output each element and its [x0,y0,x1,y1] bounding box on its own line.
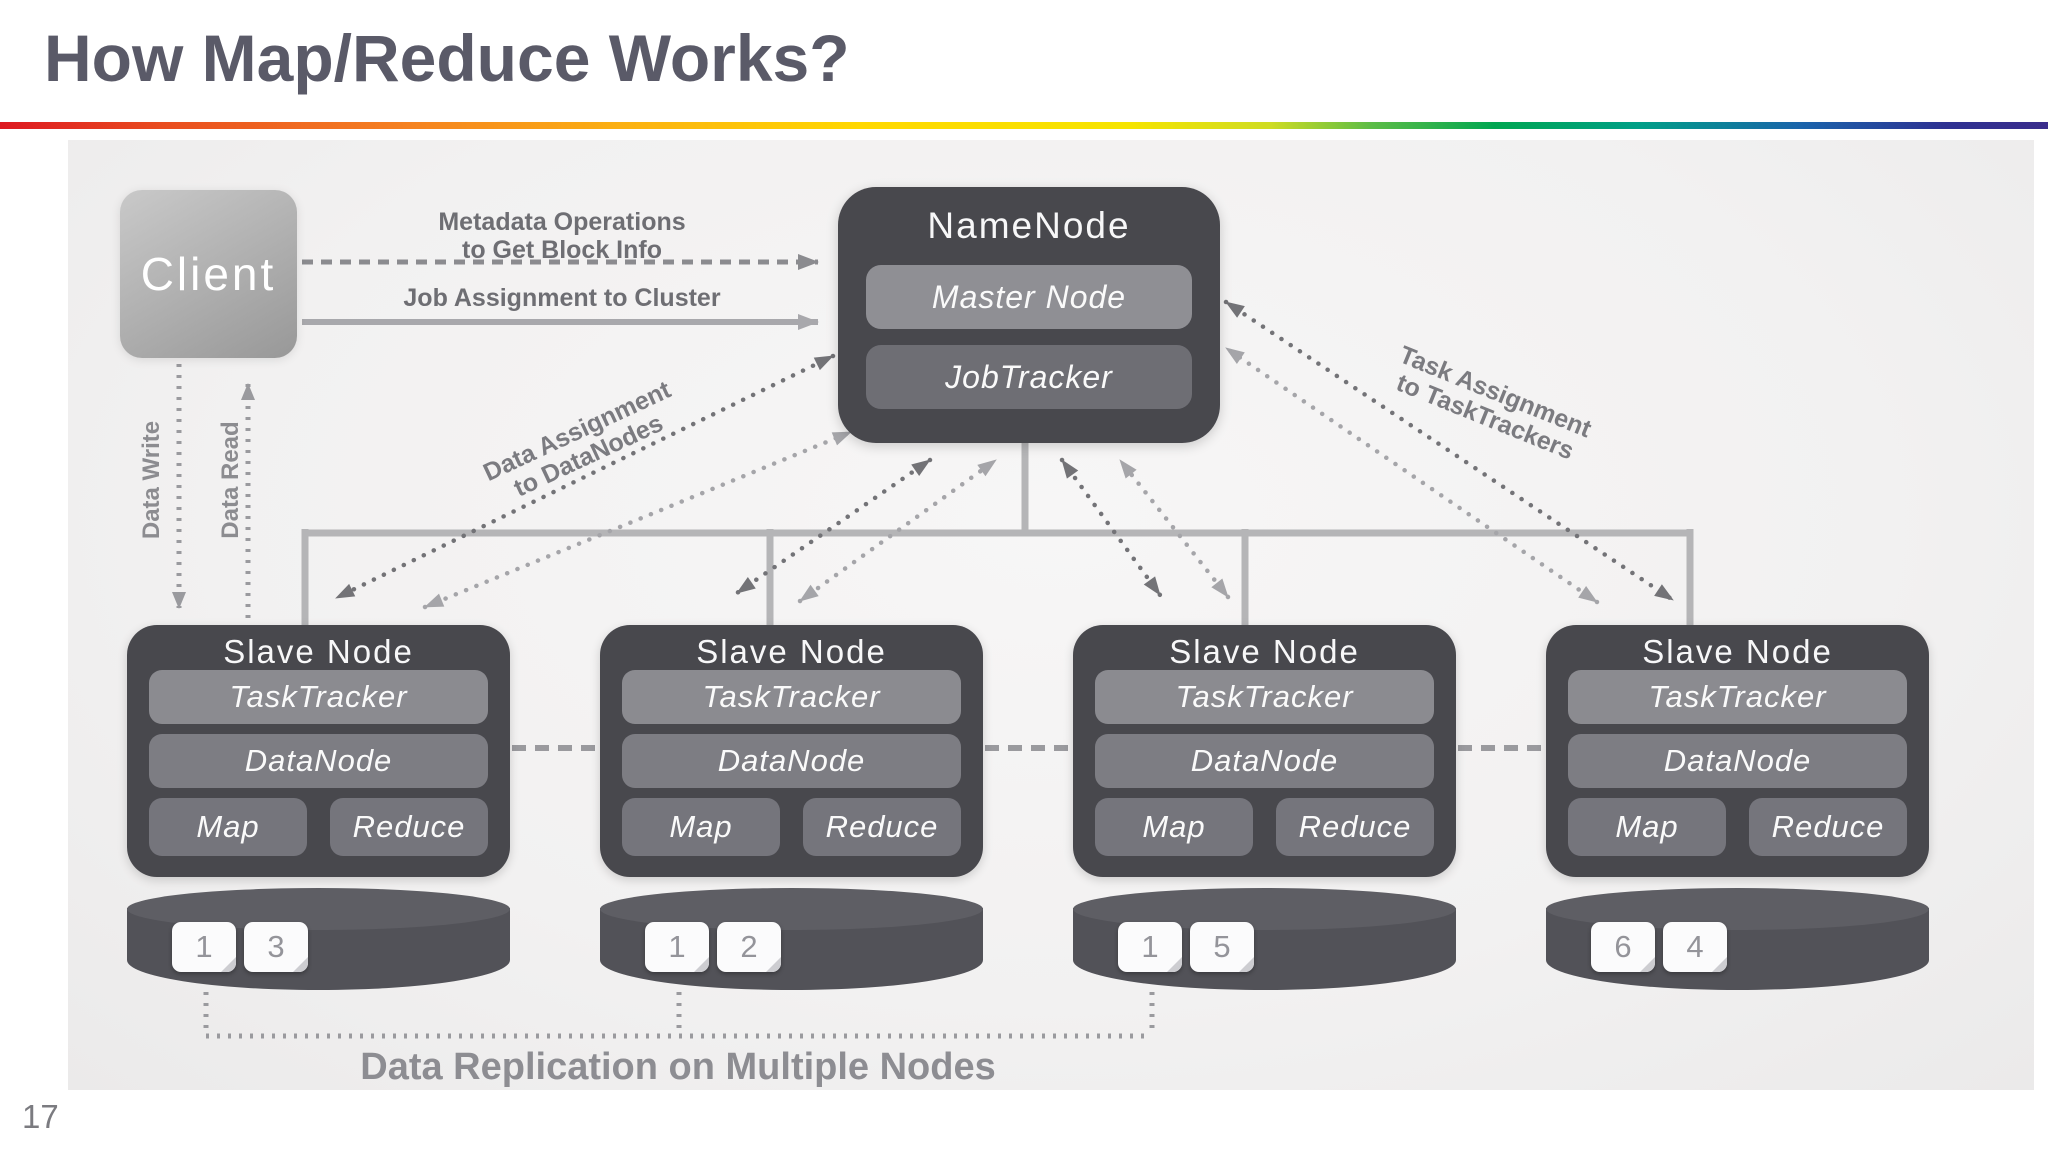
jobtracker-pill: JobTracker [866,345,1192,409]
folded-corner [694,957,709,972]
reduce-pill: Reduce [330,798,488,856]
namenode-title: NameNode [927,205,1131,246]
folded-corner [1239,957,1254,972]
slave-node-title: Slave Node [223,633,414,670]
data-block: 1 [1118,922,1182,972]
tasktracker-pill: TaskTracker [622,670,961,724]
datanode-pill: DataNode [1095,734,1434,788]
tasktracker-pill: TaskTracker [149,670,488,724]
page-title: How Map/Reduce Works? [44,21,850,95]
tasktracker-pill: TaskTracker [1095,670,1434,724]
data-block: 2 [717,922,781,972]
data-block: 6 [1591,922,1655,972]
folded-corner [1640,957,1655,972]
job-assignment-label: Job Assignment to Cluster [403,284,721,312]
page-number: 17 [22,1098,59,1135]
storage-cylinder-1: 1 3 [127,888,510,990]
namenode-slave-links [333,353,1231,610]
data-block: 1 [645,922,709,972]
data-block: 3 [244,922,308,972]
slave-node-title: Slave Node [1642,633,1833,670]
replication-links [203,992,1155,1039]
namenode: NameNode Master Node JobTracker [838,187,1220,443]
data-read-label: Data Read [217,421,244,539]
folded-corner [293,957,308,972]
slave-node-1: Slave Node TaskTracker DataNode Map Redu… [127,625,510,877]
reduce-pill: Reduce [1749,798,1907,856]
client-node-label: Client [140,248,277,300]
client-node: Client [120,190,297,358]
slave-node-title: Slave Node [1169,633,1360,670]
reduce-pill: Reduce [803,798,961,856]
data-block: 4 [1663,922,1727,972]
data-write-label: Data Write [138,420,165,540]
slave-node-title: Slave Node [696,633,887,670]
storage-cylinder-3: 1 5 [1073,888,1456,990]
folded-corner [766,957,781,972]
task-assignment-links [1223,299,1676,605]
map-pill: Map [1568,798,1726,856]
storage-cylinder-2: 1 2 [600,888,983,990]
map-pill: Map [149,798,307,856]
metadata-operations-label: Metadata Operations to Get Block Info [438,208,686,264]
replication-caption: Data Replication on Multiple Nodes [360,1046,996,1088]
tasktracker-pill: TaskTracker [1568,670,1907,724]
slave-node-2: Slave Node TaskTracker DataNode Map Redu… [600,625,983,877]
folded-corner [1712,957,1727,972]
data-block: 5 [1190,922,1254,972]
map-pill: Map [622,798,780,856]
datanode-pill: DataNode [149,734,488,788]
datanode-pill: DataNode [1568,734,1907,788]
datanode-pill: DataNode [622,734,961,788]
slave-node-3: Slave Node TaskTracker DataNode Map Redu… [1073,625,1456,877]
reduce-pill: Reduce [1276,798,1434,856]
slave-node-4: Slave Node TaskTracker DataNode Map Redu… [1546,625,1929,877]
master-node-pill: Master Node [866,265,1192,329]
map-pill: Map [1095,798,1253,856]
accent-divider-bar [0,122,2048,129]
data-block: 1 [172,922,236,972]
folded-corner [221,957,236,972]
folded-corner [1167,957,1182,972]
storage-cylinder-4: 6 4 [1546,888,1929,990]
